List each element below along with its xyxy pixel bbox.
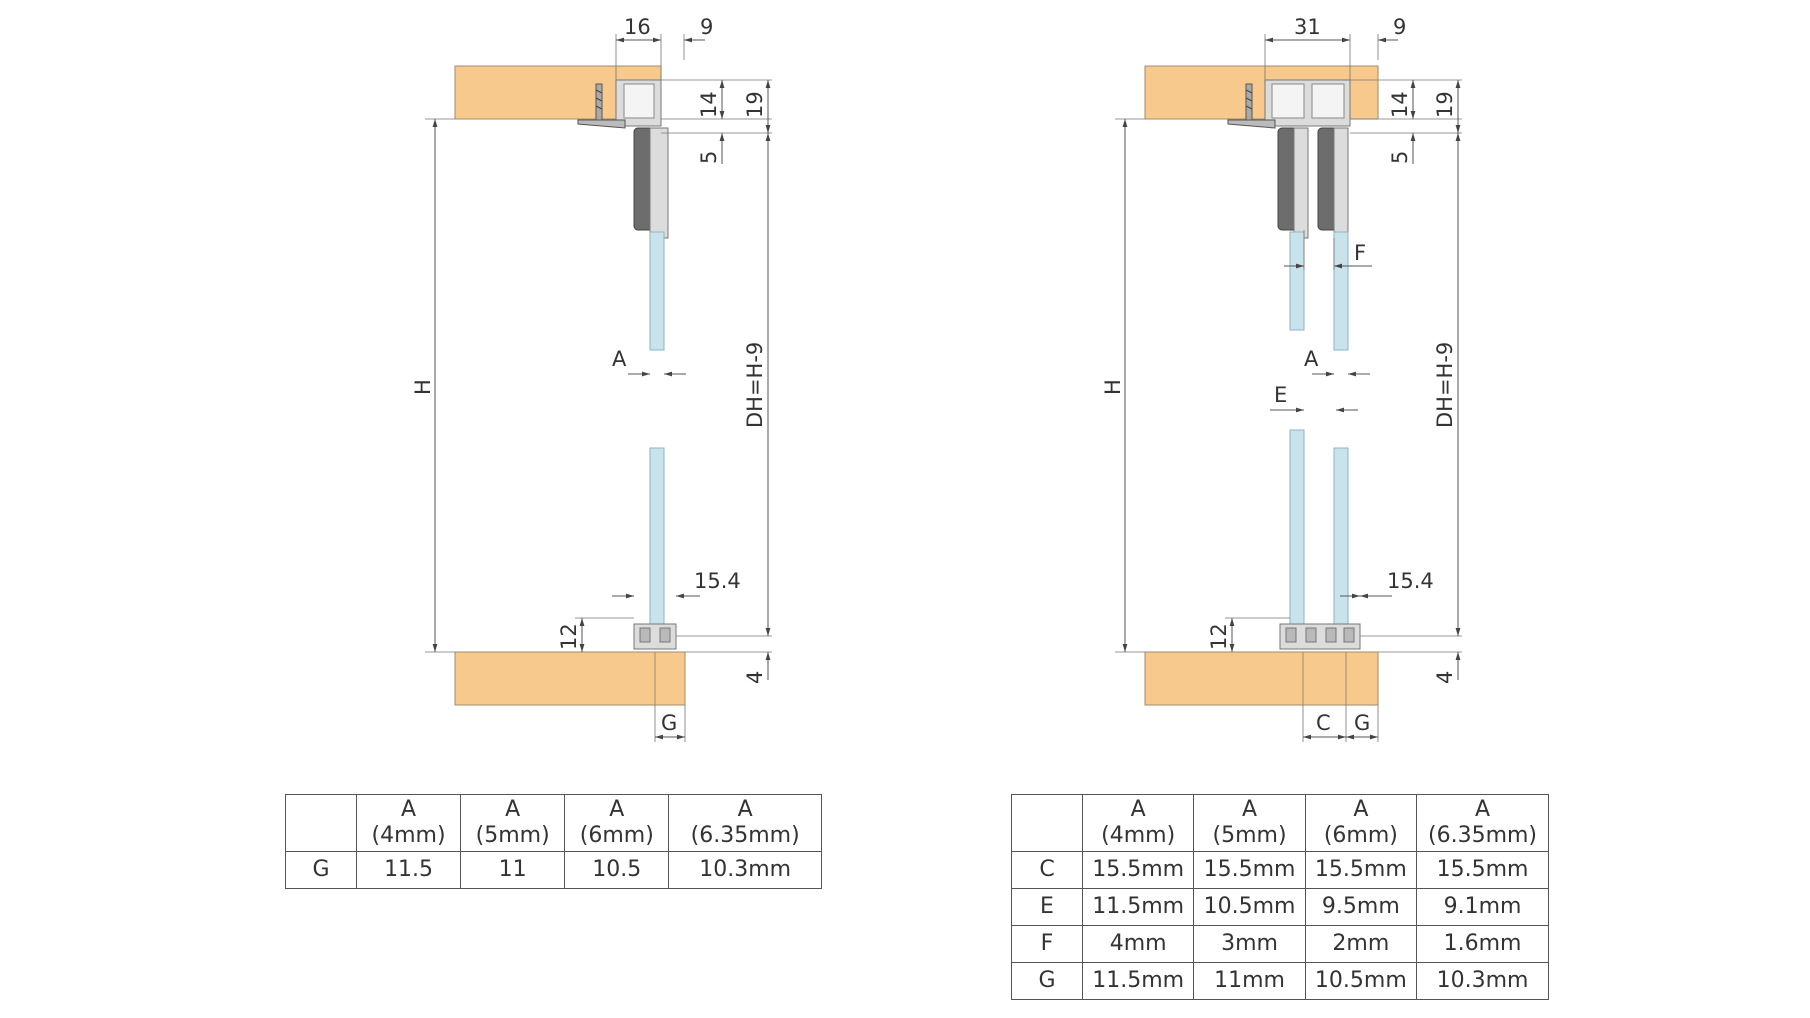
table-cell: 2mm xyxy=(1304,925,1418,963)
table-cell: 9.5mm xyxy=(1304,888,1418,926)
dim-glass-thickness: A xyxy=(612,347,627,371)
table-cell: 11 xyxy=(460,851,566,889)
table-corner xyxy=(1011,794,1083,852)
dim-bottom-gap: 4 xyxy=(1433,671,1457,684)
dim-glass-offset: E xyxy=(1274,383,1287,407)
bottom-panel xyxy=(1144,651,1379,706)
dim-glass-gap: F xyxy=(1354,241,1366,265)
spec-table-right: A(4mm) A(5mm) A(6mm) A(6.35mm) C 15.5mm … xyxy=(1011,794,1549,1000)
dim-bottom-width: G xyxy=(661,711,677,735)
dim-center: C xyxy=(1316,711,1331,735)
dim-height: H xyxy=(411,379,435,395)
table-cell: 11.5 xyxy=(355,851,462,889)
table-header: A(6.35mm) xyxy=(668,794,822,852)
row-label: C xyxy=(1011,851,1083,889)
left-diagram: 16 9 14 19 5 H DH=H-9 A 15.4 xyxy=(411,15,772,742)
dim-top-total: 19 xyxy=(1433,91,1457,118)
row-label: G xyxy=(285,851,357,889)
table-row: G 11.5mm 11mm 10.5mm 10.3mm xyxy=(1011,962,1549,1000)
dim-gap-top: 5 xyxy=(697,151,721,164)
table-row: C 15.5mm 15.5mm 15.5mm 15.5mm xyxy=(1011,851,1549,889)
dim-bottom-width: G xyxy=(1354,711,1370,735)
dim-height: H xyxy=(1101,379,1125,395)
technical-drawing: 16 9 14 19 5 H DH=H-9 A 15.4 xyxy=(411,15,1462,742)
table-header: A(6mm) xyxy=(564,794,670,852)
dim-top-offset: 9 xyxy=(700,15,713,39)
glass-panel-lower xyxy=(649,447,665,625)
glass-panel-upper xyxy=(649,231,665,351)
dim-top-total: 19 xyxy=(743,91,767,118)
screw-icon xyxy=(577,83,626,129)
table-cell: 15.5mm xyxy=(1081,851,1195,889)
table-cell: 15.5mm xyxy=(1304,851,1418,889)
glass-panel-rear-upper xyxy=(1289,231,1305,331)
screw-icon xyxy=(1227,83,1276,129)
table-cell: 11.5mm xyxy=(1081,888,1195,926)
table-corner xyxy=(285,794,357,852)
table-header: A(4mm) xyxy=(1081,794,1195,852)
table-cell: 1.6mm xyxy=(1416,925,1549,963)
table-header: A(6.35mm) xyxy=(1416,794,1549,852)
spec-table-left: A(4mm) A(5mm) A(6mm) A(6.35mm) G 11.5 11… xyxy=(285,794,822,889)
dim-top-width: 16 xyxy=(624,15,651,39)
top-rail-inner xyxy=(623,83,655,119)
glass-panel-front-upper xyxy=(1333,231,1349,351)
table-cell: 15.5mm xyxy=(1416,851,1549,889)
dim-rail-height: 14 xyxy=(697,91,721,118)
table-header: A(5mm) xyxy=(460,794,566,852)
table-row: E 11.5mm 10.5mm 9.5mm 9.1mm xyxy=(1011,888,1549,926)
roller-hanger xyxy=(649,127,669,239)
dim-gap-top: 5 xyxy=(1388,151,1412,164)
dim-bottom-gap: 4 xyxy=(743,671,767,684)
dim-bottom-rail-height: 12 xyxy=(557,623,581,650)
dim-glass-thickness: A xyxy=(1304,347,1319,371)
glass-panel-front-lower xyxy=(1333,447,1349,625)
dim-top-width: 31 xyxy=(1294,15,1321,39)
dim-bottom-offset: 15.4 xyxy=(694,569,741,593)
table-cell: 11.5mm xyxy=(1081,962,1195,1000)
dim-bottom-rail-height: 12 xyxy=(1207,623,1231,650)
table-header-row: A(4mm) A(5mm) A(6mm) A(6.35mm) xyxy=(285,794,822,852)
table-row: F 4mm 3mm 2mm 1.6mm xyxy=(1011,925,1549,963)
dim-rail-height: 14 xyxy=(1388,91,1412,118)
table-cell: 10.3mm xyxy=(1416,962,1549,1000)
table-cell: 10.5mm xyxy=(1193,888,1306,926)
dim-door-height: DH=H-9 xyxy=(743,342,767,428)
table-header: A(6mm) xyxy=(1304,794,1418,852)
table-cell: 4mm xyxy=(1081,925,1195,963)
table-cell: 15.5mm xyxy=(1193,851,1306,889)
dim-bottom-offset: 15.4 xyxy=(1387,569,1434,593)
table-header: A(5mm) xyxy=(1193,794,1306,852)
dim-door-height: DH=H-9 xyxy=(1433,342,1457,428)
glass-panel-rear-lower xyxy=(1289,429,1305,625)
bottom-panel xyxy=(454,651,686,706)
right-diagram: 31 9 14 19 5 H DH=H-9 F A xyxy=(1101,15,1462,742)
table-cell: 9.1mm xyxy=(1416,888,1549,926)
table-row: G 11.5 11 10.5 10.3mm xyxy=(285,851,822,889)
row-label: G xyxy=(1011,962,1083,1000)
table-cell: 10.5mm xyxy=(1304,962,1418,1000)
table-cell: 10.3mm xyxy=(668,851,822,889)
row-label: E xyxy=(1011,888,1083,926)
table-cell: 3mm xyxy=(1193,925,1306,963)
row-label: F xyxy=(1011,925,1083,963)
table-header-row: A(4mm) A(5mm) A(6mm) A(6.35mm) xyxy=(1011,794,1549,852)
table-header: A(4mm) xyxy=(355,794,462,852)
table-cell: 11mm xyxy=(1193,962,1306,1000)
table-cell: 10.5 xyxy=(564,851,670,889)
dim-top-offset: 9 xyxy=(1393,15,1406,39)
